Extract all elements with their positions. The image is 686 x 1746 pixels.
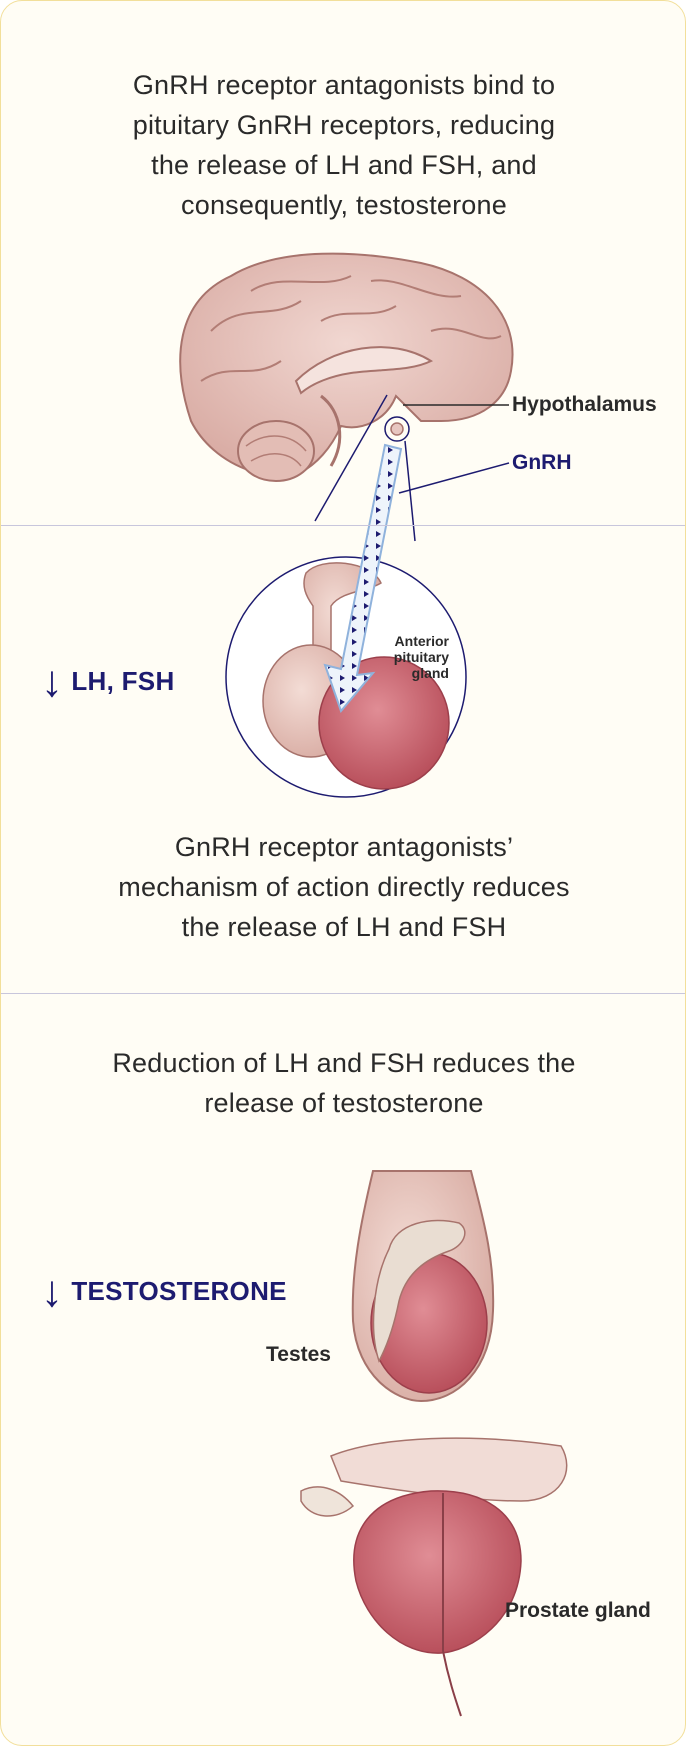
zoom-line-left xyxy=(314,394,388,522)
down-arrow-icon: ↓ xyxy=(41,1267,64,1316)
reduction-caption-line: release of testosterone xyxy=(204,1088,484,1118)
intro-caption-line: the release of LH and FSH, and xyxy=(151,150,537,180)
intro-caption-line: pituitary GnRH receptors, reducing xyxy=(132,110,556,140)
reduction-caption: Reduction of LH and FSH reduces the rele… xyxy=(41,1043,647,1123)
brain-illustration xyxy=(179,252,514,482)
gnrh-leader-line xyxy=(398,462,510,494)
intro-caption-line: GnRH receptor antagonists bind to xyxy=(132,70,556,100)
mechanism-caption-line: mechanism of action directly reduces xyxy=(118,872,570,902)
anterior-pituitary-label-line: Anterior xyxy=(394,633,449,649)
section-divider xyxy=(1,525,685,526)
testes-label: Testes xyxy=(266,1343,331,1366)
lh-fsh-text: LH, FSH xyxy=(71,666,175,696)
reduction-caption-line: Reduction of LH and FSH reduces the xyxy=(112,1048,576,1078)
anterior-pituitary-label: Anterior pituitary gland xyxy=(357,633,449,681)
mechanism-caption-line: GnRH receptor antagonists’ xyxy=(174,832,514,862)
prostate-label: Prostate gland xyxy=(505,1599,651,1622)
intro-caption: GnRH receptor antagonists bind to pituit… xyxy=(41,65,647,225)
testosterone-decrease: ↓TESTOSTERONE xyxy=(41,1261,287,1316)
testes-illustration xyxy=(351,1170,495,1403)
mechanism-caption: GnRH receptor antagonists’ mechanism of … xyxy=(41,827,647,947)
intro-caption-line: consequently, testosterone xyxy=(181,190,507,220)
lh-fsh-decrease: ↓LH, FSH xyxy=(41,651,175,706)
testosterone-text: TESTOSTERONE xyxy=(71,1276,287,1306)
down-arrow-icon: ↓ xyxy=(41,657,64,706)
mechanism-caption-line: the release of LH and FSH xyxy=(181,912,507,942)
gnrh-flow-arrow xyxy=(323,443,403,713)
gnrh-label: GnRH xyxy=(512,451,572,474)
anterior-pituitary-label-line: gland xyxy=(411,665,449,681)
anterior-pituitary-label-line: pituitary xyxy=(393,649,449,665)
hypothalamus-label: Hypothalamus xyxy=(512,393,657,416)
prostate-illustration xyxy=(300,1437,568,1717)
section-divider xyxy=(1,993,685,994)
zoom-line-right xyxy=(404,440,416,542)
